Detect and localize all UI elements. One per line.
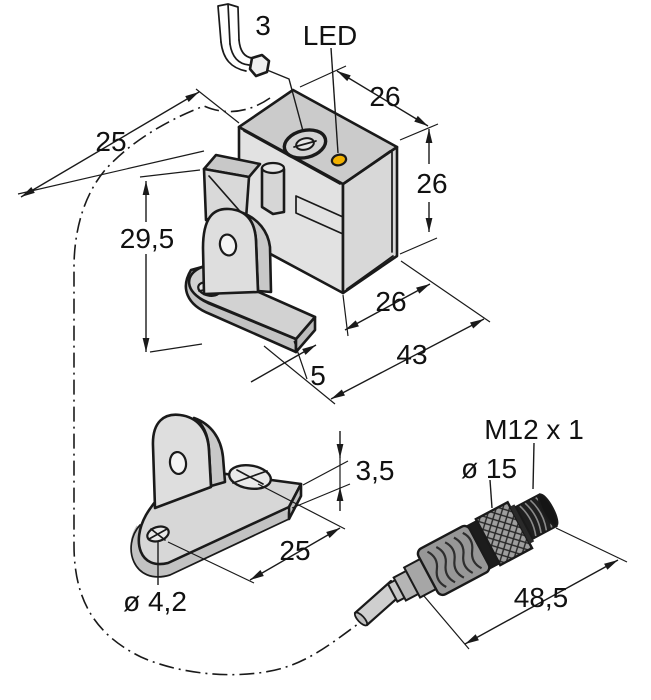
dim-line-5 bbox=[250, 344, 317, 383]
label-overall-length: 43 bbox=[396, 339, 427, 370]
led-indicator bbox=[330, 153, 348, 167]
label-top-width: 26 bbox=[369, 81, 400, 112]
dome-hole bbox=[218, 233, 238, 257]
label-plate-thickness: 3,5 bbox=[356, 455, 395, 486]
plate-end-face bbox=[287, 482, 303, 521]
m12-leader bbox=[532, 442, 535, 490]
tip-face bbox=[537, 493, 559, 527]
label-connector-length: 48,5 bbox=[514, 582, 569, 613]
label-connector-thread: M12 x 1 bbox=[484, 414, 584, 445]
led-leader bbox=[330, 47, 339, 154]
clamp-screw bbox=[282, 128, 328, 160]
slotted-hole bbox=[227, 463, 273, 491]
bottom-left-edge bbox=[261, 249, 344, 294]
hex-key-leader bbox=[266, 69, 304, 132]
dim-line-25-bracket bbox=[249, 527, 341, 581]
knurled-ring bbox=[474, 500, 534, 567]
dim-line-25-upper bbox=[20, 91, 200, 198]
dimensions bbox=[17, 65, 628, 650]
label-hole-spacing: 25 bbox=[279, 535, 310, 566]
label-upper-left-width: 25 bbox=[95, 126, 126, 157]
dome-hole bbox=[168, 450, 188, 476]
screw-post bbox=[260, 161, 286, 216]
label-hex-key-size: 3 bbox=[255, 10, 271, 41]
edge-highlight-lines bbox=[346, 151, 394, 290]
hex-key-tip bbox=[248, 53, 271, 78]
dia15-leader bbox=[489, 479, 493, 509]
label-hole-diameter: ø 4,2 bbox=[123, 586, 187, 617]
label-side-height: 26 bbox=[416, 168, 447, 199]
label-led: LED bbox=[303, 20, 357, 51]
label-bracket-height: 29,5 bbox=[120, 223, 175, 254]
mounting-bracket-attached bbox=[184, 153, 317, 354]
screw-hole-4-2 bbox=[146, 525, 170, 543]
label-foot-offset: 5 bbox=[310, 360, 326, 391]
dim-line-top-26 bbox=[336, 70, 429, 127]
mounting-groove bbox=[295, 195, 344, 235]
mounting-bracket-detail bbox=[130, 413, 303, 578]
label-bottom-depth: 26 bbox=[375, 286, 406, 317]
hex-key bbox=[217, 3, 271, 78]
washer bbox=[509, 504, 535, 544]
label-connector-diameter: ø 15 bbox=[461, 453, 517, 484]
screw-slot bbox=[293, 140, 317, 148]
dim-line-43 bbox=[330, 318, 485, 400]
dim-line-485 bbox=[464, 559, 619, 645]
